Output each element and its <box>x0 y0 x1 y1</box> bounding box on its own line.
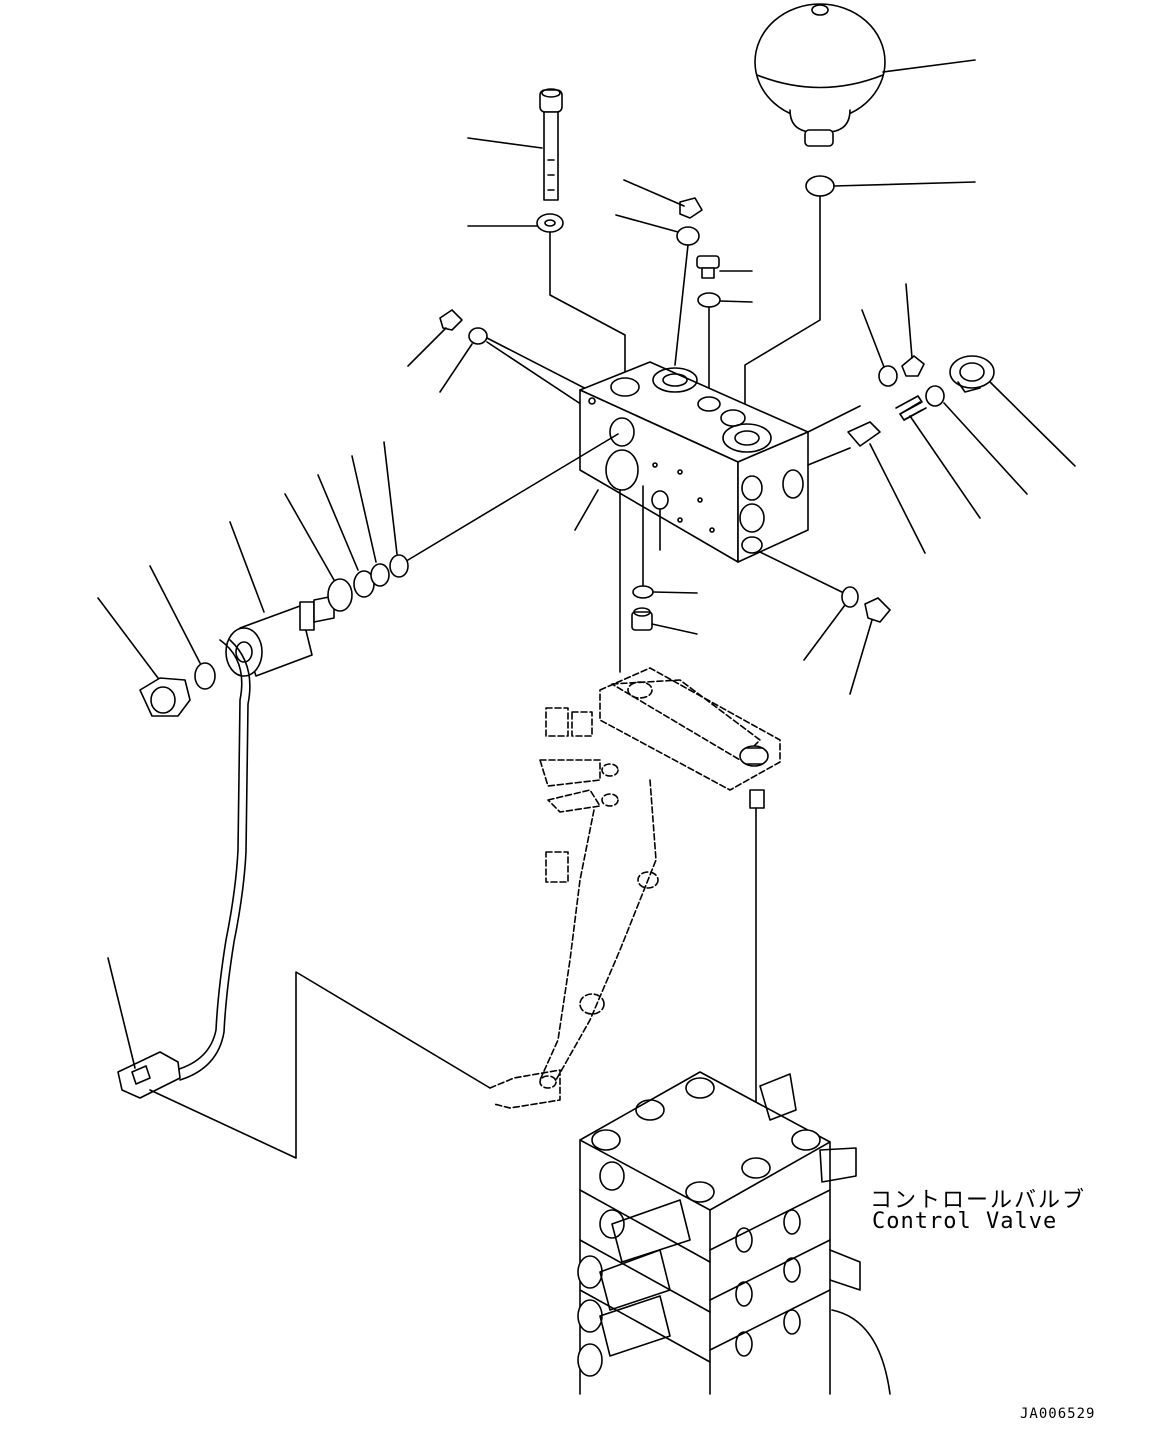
drawing-id: JA006529 <box>1020 1406 1096 1422</box>
leader-line <box>574 489 599 531</box>
leader-line <box>317 474 359 571</box>
leader-line <box>383 441 398 555</box>
bolt <box>539 88 563 201</box>
leader-line <box>439 343 473 393</box>
o-ring <box>632 585 654 599</box>
plug <box>864 597 891 623</box>
control-valve-label-jp: コントロールバルブ <box>870 1188 1087 1213</box>
poppet <box>847 421 881 447</box>
o-ring <box>697 292 721 308</box>
solenoid-valve-block <box>579 361 809 563</box>
leader-line <box>943 402 1028 495</box>
plug <box>901 355 925 377</box>
o-ring <box>194 662 216 690</box>
mounting-bracket <box>489 667 781 1109</box>
leader-line <box>284 493 335 581</box>
leader-line <box>107 957 136 1069</box>
control-valve <box>577 1071 891 1395</box>
leader-line <box>861 309 885 368</box>
leader-line <box>149 565 201 664</box>
assembly-line <box>407 433 619 561</box>
o-ring <box>925 385 945 407</box>
bolt <box>739 745 769 809</box>
leader-line <box>623 179 685 207</box>
control-valve-label-en: Control Valve <box>872 1209 1058 1234</box>
leader-line <box>652 591 698 594</box>
leader-line <box>229 521 265 613</box>
leader-line <box>849 619 873 695</box>
o-ring <box>468 327 488 345</box>
o-ring <box>676 226 700 246</box>
connector <box>117 1051 181 1099</box>
leader-line <box>351 455 377 563</box>
leader-line <box>97 597 159 679</box>
leader-line <box>615 214 679 233</box>
leader-line <box>869 443 926 554</box>
spring <box>895 395 927 421</box>
washer <box>536 213 564 233</box>
plug <box>696 255 720 279</box>
nut <box>139 677 191 717</box>
solenoid <box>225 595 335 677</box>
assembly-line <box>744 195 821 421</box>
assembly-line <box>807 405 861 433</box>
assembly-line <box>486 337 601 397</box>
wire-harness <box>175 639 243 1071</box>
assembly-line <box>149 971 491 1159</box>
leader-line <box>989 381 1076 467</box>
leader-line <box>719 300 753 303</box>
plug <box>631 607 653 631</box>
leader-line <box>467 137 543 149</box>
leader-line <box>651 623 698 635</box>
leader-line <box>882 59 976 73</box>
accumulator <box>754 3 886 147</box>
assembly-line <box>759 551 851 597</box>
o-ring <box>878 365 898 387</box>
plug <box>949 355 995 393</box>
leader-line <box>803 604 846 661</box>
leader-line <box>407 327 447 367</box>
o-ring <box>805 175 835 197</box>
plug <box>439 309 463 331</box>
leader-line <box>909 415 981 519</box>
leader-line <box>905 283 913 359</box>
o-ring-set <box>327 554 409 612</box>
assembly-line <box>674 244 689 366</box>
plug <box>679 197 703 219</box>
assembly-line <box>807 447 851 466</box>
leader-line <box>833 181 976 187</box>
o-ring <box>841 586 859 608</box>
assembly-line <box>549 231 626 386</box>
